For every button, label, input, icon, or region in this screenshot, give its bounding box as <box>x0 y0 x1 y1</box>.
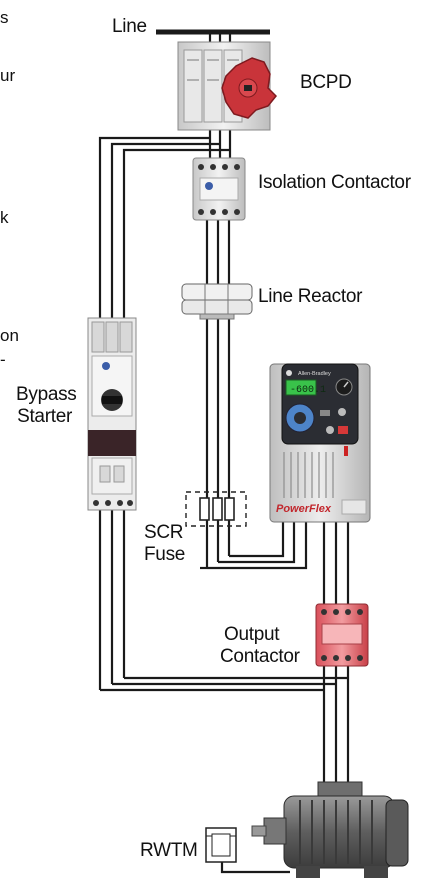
bypass-starter <box>87 317 137 511</box>
motor-shaft <box>251 825 267 837</box>
scr-fuse-2 <box>212 497 223 521</box>
drive-display <box>285 379 317 396</box>
output-contactor <box>315 603 369 667</box>
label-isolation-contactor: Isolation Contactor <box>258 172 411 193</box>
label-output-contactor: Output Contactor <box>220 624 300 668</box>
drive-brand-top: Allen-Bradley <box>298 371 331 377</box>
scr-fuse-3 <box>224 497 235 521</box>
rwtm-module <box>205 827 237 863</box>
wiring <box>98 29 350 874</box>
label-bypass-starter: Bypass Starter <box>16 384 77 428</box>
scr-fuse-group <box>185 491 247 527</box>
ab-logo-icon <box>286 370 292 376</box>
label-starter: Starter <box>17 406 72 427</box>
scr-fuse-1 <box>199 497 210 521</box>
cropped-text-fragment: ur <box>0 66 16 85</box>
cropped-text-fragment: on <box>0 326 19 345</box>
cropped-text-fragment: - <box>0 350 6 369</box>
bcpd-breaker <box>177 41 278 131</box>
drive-brand: PowerFlex <box>276 503 332 515</box>
label-contactor: Contactor <box>220 646 300 667</box>
powerflex-drive: Allen-Bradley -600.1 PowerFlex <box>269 363 371 523</box>
drive-stop-icon <box>338 426 348 434</box>
label-output: Output <box>224 624 280 645</box>
drive-display-value: -600.1 <box>290 385 326 396</box>
label-bypass: Bypass <box>16 384 77 405</box>
label-line-reactor: Line Reactor <box>258 286 363 307</box>
cropped-text-fragment: k <box>0 208 9 227</box>
motor <box>251 781 409 878</box>
isolation-contactor <box>192 157 246 221</box>
label-scr-fuse: SCR Fuse <box>144 522 185 566</box>
label-bcpd: BCPD <box>300 72 352 93</box>
label-scr: SCR <box>144 522 184 543</box>
line-reactor <box>181 283 253 320</box>
label-fuse: Fuse <box>144 544 186 565</box>
scr-fuse-boundary <box>185 491 247 527</box>
cropped-text-fragment: s <box>0 8 9 27</box>
label-rwtm: RWTM <box>140 840 198 861</box>
label-line: Line <box>112 16 147 37</box>
